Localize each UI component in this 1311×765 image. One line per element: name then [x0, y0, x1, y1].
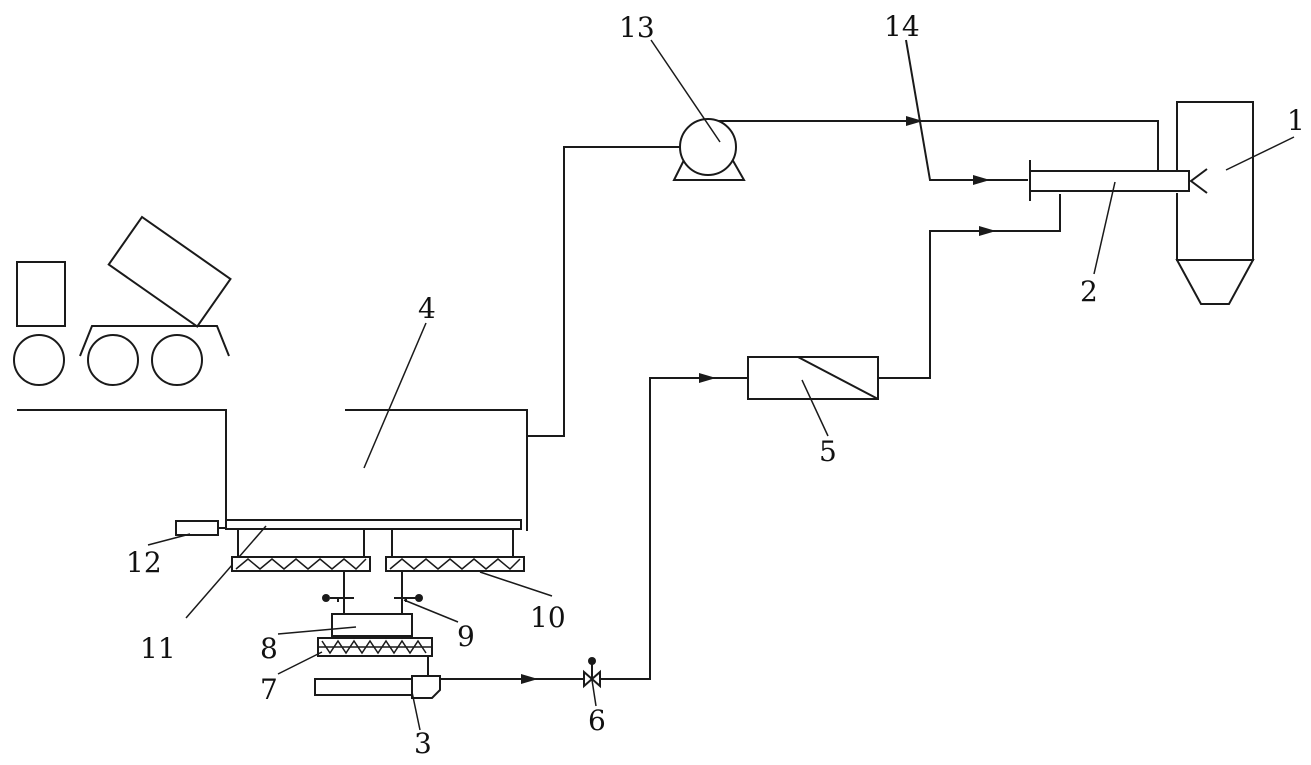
flow-arrow-1: [521, 674, 538, 684]
pipe-pit-to-fan: [527, 146, 703, 437]
pipe-segment-2: [599, 377, 748, 680]
screw-conveyors: [231, 529, 553, 597]
feeder: [277, 637, 433, 676]
lance-body: [1029, 170, 1190, 192]
pipe-filter-to-lance: [878, 194, 1061, 379]
actuator-body: [175, 520, 219, 536]
leader-7: [277, 651, 323, 675]
leader-12: [147, 533, 191, 546]
filter-unit: [747, 194, 1061, 437]
label-13: 13: [619, 11, 655, 44]
truck: [13, 215, 232, 386]
pipe-fan-to-furnace: [703, 120, 1159, 171]
leader-3: [411, 691, 421, 731]
leader-6: [591, 679, 597, 707]
push-plate-body: [225, 519, 522, 530]
leader-8: [277, 626, 357, 635]
leader-2: [1093, 181, 1116, 275]
sludge-pump: [314, 675, 441, 731]
pump-body: [314, 678, 416, 696]
label-10: 10: [530, 601, 566, 634]
truck-fender: [79, 325, 230, 357]
valve-left-knob: [322, 594, 330, 602]
lance-nozzle: [1189, 168, 1208, 194]
label-8: 8: [260, 632, 278, 665]
label-6: 6: [588, 704, 606, 737]
leader-10: [479, 571, 553, 597]
leader-13: [650, 39, 721, 143]
valve-6-knob: [588, 657, 596, 665]
label-12: 12: [126, 546, 162, 579]
flow-arrow-5: [973, 175, 990, 185]
fan-casing: [679, 118, 737, 176]
truck-wheel-rear: [151, 334, 203, 386]
drop-pipes: [322, 571, 459, 623]
screw-flight-left: [235, 558, 367, 571]
pit-left-wall: [17, 409, 227, 528]
valve-right-knob: [415, 594, 423, 602]
gas-pipeline: [527, 116, 1159, 437]
valve-6-right: [590, 669, 601, 689]
spray-lance: [1029, 160, 1208, 275]
flow-arrow-2: [699, 373, 716, 383]
leader-5: [801, 379, 829, 437]
filter-diagonal: [797, 356, 879, 400]
buffer-bin: [277, 613, 413, 637]
flow-arrow-3: [979, 226, 996, 236]
leader-4: [363, 322, 427, 469]
check-valve: [583, 657, 601, 707]
filter-body: [747, 356, 879, 400]
label-3: 3: [414, 727, 432, 760]
pipe-air: [905, 39, 1028, 181]
air-line: [905, 39, 1028, 185]
buffer-bin-body: [331, 613, 413, 637]
furnace-body: [1176, 101, 1254, 261]
truck-wheel-front: [13, 334, 65, 386]
leader-9: [403, 599, 459, 623]
pipeline-pump-to-dryer: [440, 373, 748, 684]
label-9: 9: [457, 620, 475, 653]
valve-6-left: [583, 669, 594, 689]
truck-cab: [16, 261, 66, 327]
induced-fan: [650, 39, 746, 181]
truck-wheel-mid: [87, 334, 139, 386]
leader-1: [1225, 136, 1295, 171]
furnace: [1175, 101, 1295, 305]
label-11: 11: [140, 632, 176, 665]
label-7: 7: [260, 673, 278, 706]
truck-tipping-body: [107, 215, 232, 328]
label-5: 5: [819, 435, 837, 468]
furnace-hopper: [1175, 259, 1255, 305]
leader-11: [185, 525, 267, 619]
push-plate: [185, 519, 522, 619]
label-14: 14: [884, 10, 920, 43]
label-4: 4: [418, 292, 436, 325]
storage-pit: [17, 322, 528, 531]
pit-right-wall: [345, 409, 528, 531]
label-1: 1: [1287, 104, 1305, 137]
label-2: 2: [1080, 275, 1098, 308]
flow-arrow-4: [906, 116, 923, 126]
pump-head: [411, 675, 441, 699]
push-actuator: [147, 520, 226, 546]
screw-flight-right: [389, 558, 521, 571]
